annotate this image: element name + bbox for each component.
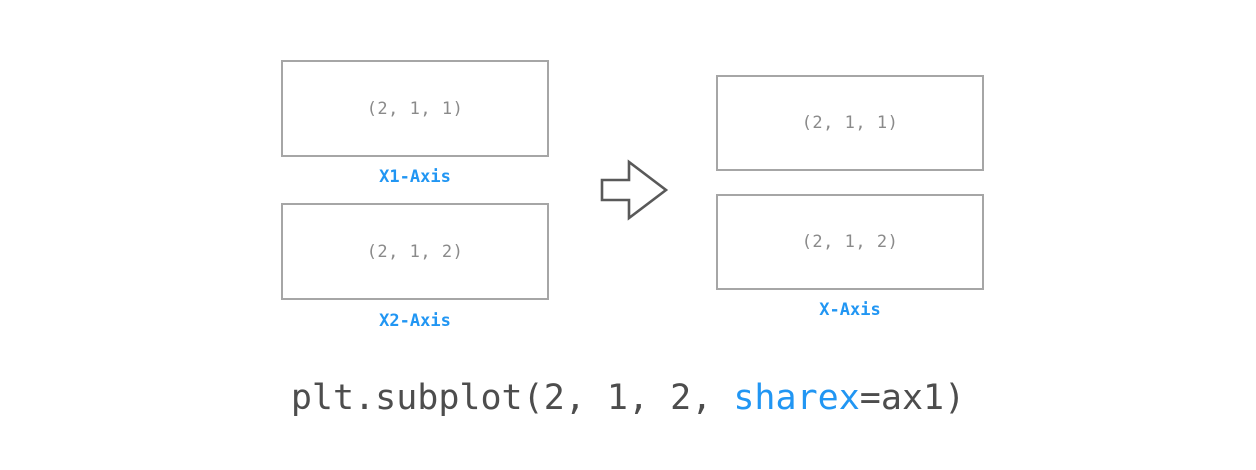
axis-label-x1: X1-Axis [379,167,451,187]
subplot-box-left-bottom: (2, 1, 2) [281,203,549,300]
subplot-index-label: (2, 1, 2) [801,232,899,252]
axis-label-x2: X2-Axis [379,311,451,331]
code-suffix: =ax1) [859,378,966,418]
subplot-index-label: (2, 1, 1) [801,113,899,133]
axis-label-shared-x: X-Axis [819,300,881,320]
code-prefix: plt.subplot(2, 1, 2, [290,378,734,418]
right-block-arrow-icon [600,159,669,221]
code-caption: plt.subplot(2, 1, 2, sharex=ax1) [0,378,1256,418]
subplot-index-label: (2, 1, 2) [366,241,464,262]
subplot-box-left-top: (2, 1, 1) [281,60,549,157]
subplot-box-right-bottom: (2, 1, 2) [716,194,984,290]
code-keyword-sharex: sharex [733,378,860,418]
subplot-box-right-top: (2, 1, 1) [716,75,984,171]
subplot-index-label: (2, 1, 1) [366,98,464,119]
